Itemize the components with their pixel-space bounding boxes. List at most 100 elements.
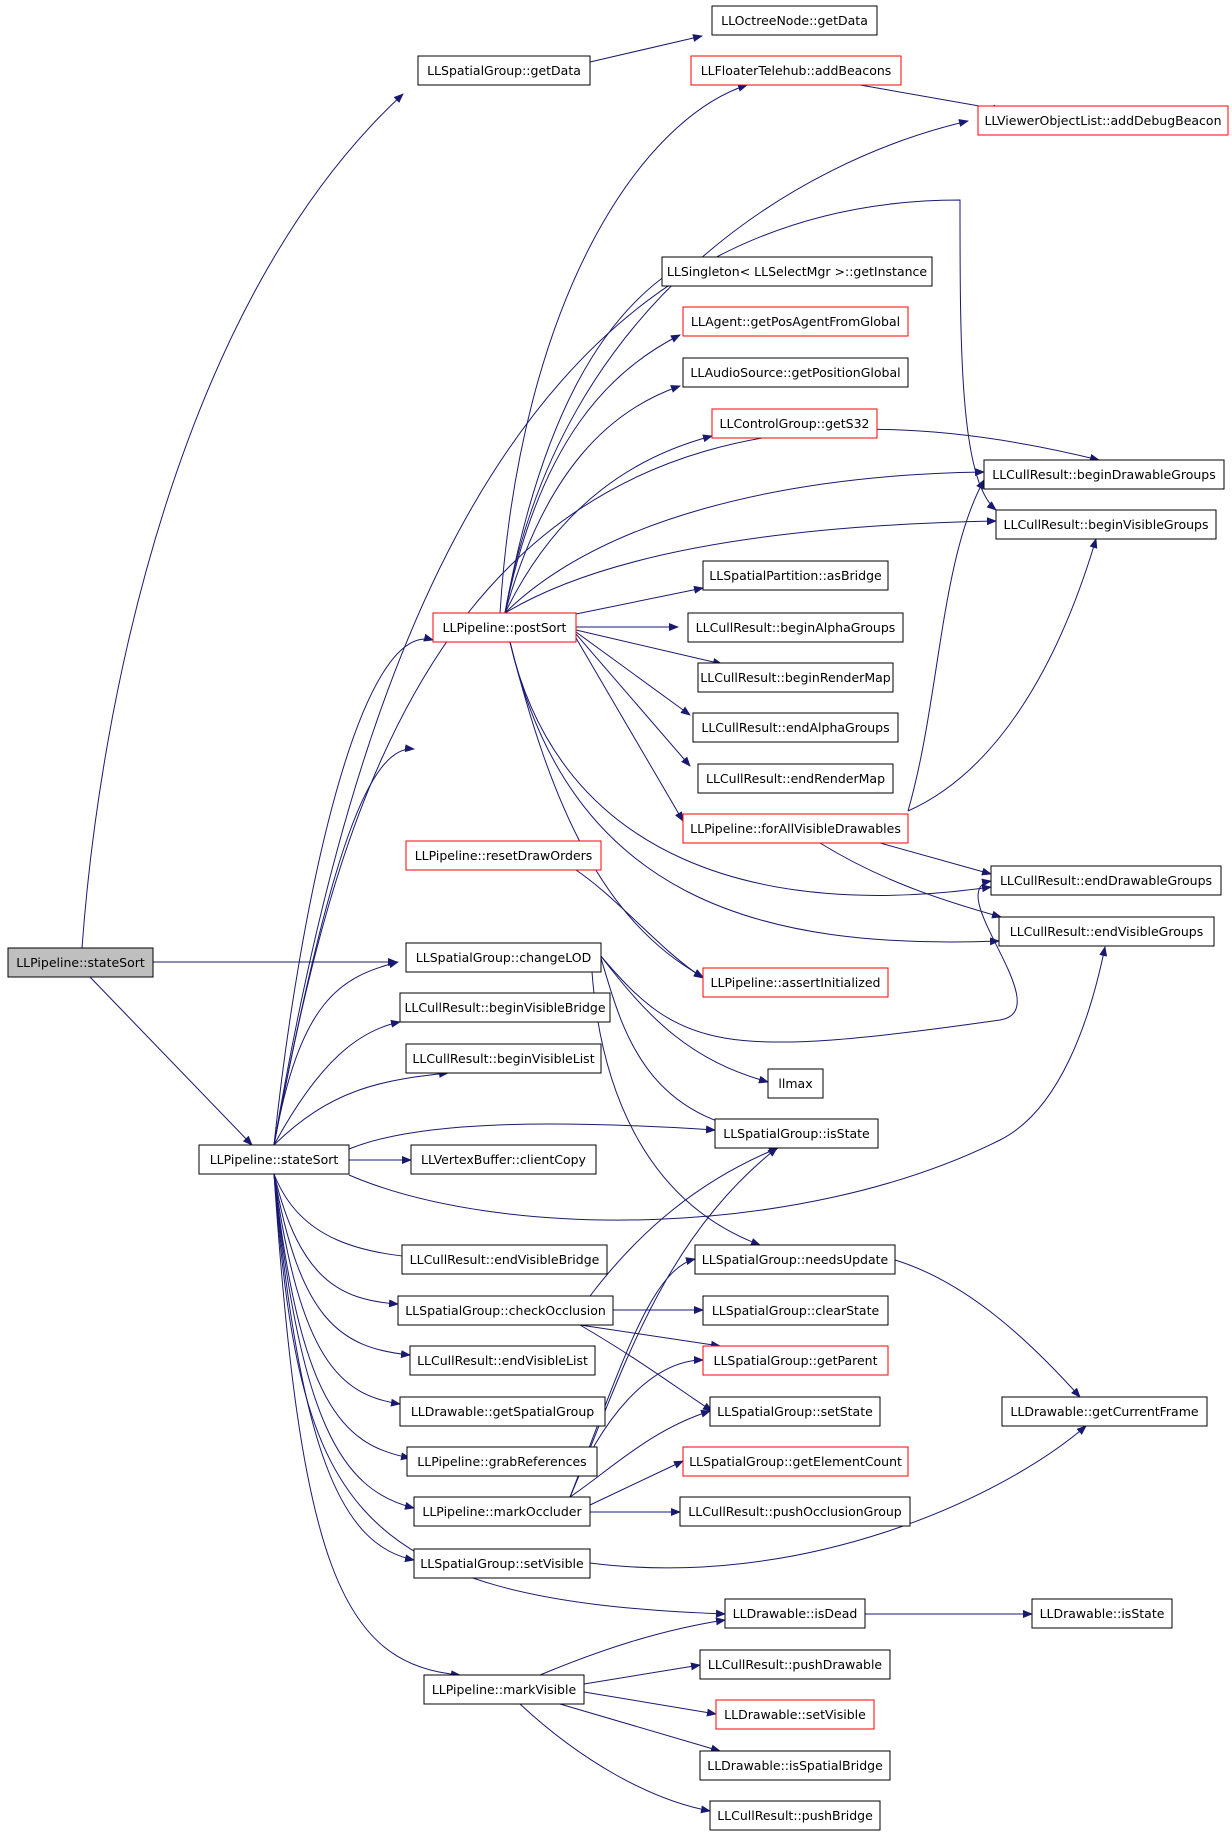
node-label: LLCullResult::endRenderMap (706, 771, 885, 786)
node-n15[interactable]: LLCullResult::beginRenderMap (697, 662, 894, 693)
node-n29[interactable]: LLCullResult::endVisibleBridge (401, 1244, 608, 1275)
node-box (410, 1144, 597, 1175)
edge-n46-to-n49 (519, 1703, 711, 1814)
node-label: LLPipeline::stateSort (16, 955, 145, 970)
node-n16[interactable]: LLCullResult::endAlphaGroups (692, 712, 899, 743)
edge-n31-to-n36 (579, 1324, 713, 1412)
node-label: LLSpatialGroup::getData (427, 63, 581, 78)
node-n8[interactable]: LLAudioSource::getPositionGlobal (682, 357, 909, 388)
node-box (977, 105, 1229, 136)
node-box (401, 1244, 608, 1275)
node-box (715, 1699, 875, 1730)
node-n24[interactable]: LLCullResult::beginVisibleBridge (399, 992, 611, 1023)
node-n5[interactable]: LLViewerObjectList::addDebugBeacon (977, 105, 1229, 136)
node-n23[interactable]: LLPipeline::assertInitialized (702, 967, 889, 998)
edge-n1-to-n10 (273, 428, 1100, 1146)
node-box (702, 1345, 889, 1376)
node-n42[interactable]: LLSpatialGroup::setVisible (413, 1548, 591, 1579)
node-box (406, 1446, 598, 1477)
node-n0[interactable]: LLPipeline::stateSort (7, 947, 154, 978)
node-box (409, 1345, 596, 1376)
edge-n13-to-n9 (504, 434, 713, 614)
node-n44[interactable]: LLDrawable::isState (1031, 1598, 1173, 1629)
edge-n1-to-n27 (348, 1123, 716, 1150)
edge-n1-to-n43 (273, 1173, 726, 1618)
node-label: LLPipeline::forAllVisibleDrawables (690, 821, 901, 836)
node-box (983, 459, 1225, 490)
node-n10[interactable]: LLCullResult::beginDrawableGroups (983, 459, 1225, 490)
node-box (711, 5, 878, 36)
edge-n13-to-n17 (575, 633, 691, 767)
node-n14[interactable]: LLCullResult::beginAlphaGroups (687, 612, 904, 643)
node-label: LLSpatialGroup::changeLOD (416, 950, 591, 965)
node-n21[interactable]: LLCullResult::endVisibleGroups (998, 916, 1215, 947)
node-n41[interactable]: LLCullResult::pushOcclusionGroup (679, 1496, 911, 1527)
node-box (694, 1244, 896, 1275)
node-n3[interactable]: LLOctreeNode::getData (711, 5, 878, 36)
node-box (714, 1118, 879, 1149)
node-label: LLSpatialGroup::needsUpdate (702, 1252, 889, 1267)
node-label: LLDrawable::isSpatialBridge (707, 1758, 883, 1773)
node-n20[interactable]: LLCullResult::endDrawableGroups (990, 865, 1222, 896)
node-n7[interactable]: LLAgent::getPosAgentFromGlobal (682, 306, 909, 337)
node-n17[interactable]: LLCullResult::endRenderMap (697, 763, 894, 794)
node-box (7, 947, 154, 978)
node-n37[interactable]: LLDrawable::getCurrentFrame (1001, 1396, 1208, 1427)
node-n46[interactable]: LLPipeline::markVisible (423, 1674, 585, 1705)
node-n4[interactable]: LLFloaterTelehub::addBeacons (690, 55, 902, 86)
edge-n18-to-n21 (819, 842, 1002, 919)
node-n34[interactable]: LLSpatialGroup::getParent (702, 1345, 889, 1376)
node-n1[interactable]: LLPipeline::stateSort (198, 1144, 350, 1175)
node-n32[interactable]: LLSpatialGroup::clearState (702, 1295, 889, 1326)
edge-n1-to-n40 (273, 1173, 415, 1510)
node-box (702, 1295, 889, 1326)
node-box (679, 1496, 911, 1527)
node-box (397, 1295, 614, 1326)
edge-n42-to-n37 (589, 1425, 1087, 1569)
node-box (399, 1396, 606, 1427)
edge-n1-to-n42 (273, 1173, 415, 1563)
node-n28[interactable]: LLVertexBuffer::clientCopy (410, 1144, 597, 1175)
node-n40[interactable]: LLPipeline::markOccluder (413, 1496, 591, 1527)
node-n9[interactable]: LLControlGroup::getS32 (711, 408, 878, 439)
node-box (692, 712, 899, 743)
node-n49[interactable]: LLCullResult::pushBridge (709, 1800, 881, 1831)
node-n6[interactable]: LLSingleton< LLSelectMgr >::getInstance (661, 256, 933, 287)
node-n2[interactable]: LLSpatialGroup::getData (417, 55, 591, 86)
edge-n1-to-n24 (273, 1019, 401, 1146)
node-box (702, 967, 889, 998)
node-n18[interactable]: LLPipeline::forAllVisibleDrawables (682, 813, 909, 844)
node-n38[interactable]: LLPipeline::grabReferences (406, 1446, 598, 1477)
node-n13[interactable]: LLPipeline::postSort (432, 612, 577, 643)
node-label: LLDrawable::setVisible (724, 1707, 866, 1722)
edges (81, 34, 1108, 1814)
node-n26[interactable]: llmax (767, 1068, 824, 1099)
node-box (697, 763, 894, 794)
node-label: LLControlGroup::getS32 (720, 416, 870, 431)
node-n47[interactable]: LLDrawable::setVisible (715, 1699, 875, 1730)
edge-n22-to-n26 (599, 954, 769, 1084)
node-label: LLCullResult::beginVisibleGroups (1004, 517, 1209, 532)
node-n33[interactable]: LLCullResult::endVisibleList (409, 1345, 596, 1376)
node-box (682, 357, 909, 388)
node-n43[interactable]: LLDrawable::isDead (724, 1598, 866, 1629)
node-label: LLAgent::getPosAgentFromGlobal (691, 314, 900, 329)
node-n22[interactable]: LLSpatialGroup::changeLOD (405, 942, 602, 973)
node-n25[interactable]: LLCullResult::beginVisibleList (405, 1043, 602, 1074)
node-n36[interactable]: LLSpatialGroup::setState (709, 1396, 881, 1427)
node-n39[interactable]: LLSpatialGroup::getElementCount (682, 1446, 909, 1477)
node-n27[interactable]: LLSpatialGroup::isState (714, 1118, 879, 1149)
node-n19[interactable]: LLPipeline::resetDrawOrders (405, 840, 602, 871)
node-n30[interactable]: LLSpatialGroup::needsUpdate (694, 1244, 896, 1275)
edge-n18-to-n20 (879, 842, 992, 876)
node-label: LLCullResult::endVisibleGroups (1010, 924, 1204, 939)
node-n48[interactable]: LLDrawable::isSpatialBridge (699, 1750, 891, 1781)
node-n31[interactable]: LLSpatialGroup::checkOcclusion (397, 1295, 614, 1326)
node-n45[interactable]: LLCullResult::pushDrawable (699, 1649, 891, 1680)
node-n12[interactable]: LLSpatialPartition::asBridge (702, 560, 889, 591)
node-label: LLSingleton< LLSelectMgr >::getInstance (667, 264, 927, 279)
node-box (198, 1144, 350, 1175)
node-n11[interactable]: LLCullResult::beginVisibleGroups (995, 509, 1217, 540)
edge-n46-to-n48 (559, 1703, 721, 1753)
node-n35[interactable]: LLDrawable::getSpatialGroup (399, 1396, 606, 1427)
